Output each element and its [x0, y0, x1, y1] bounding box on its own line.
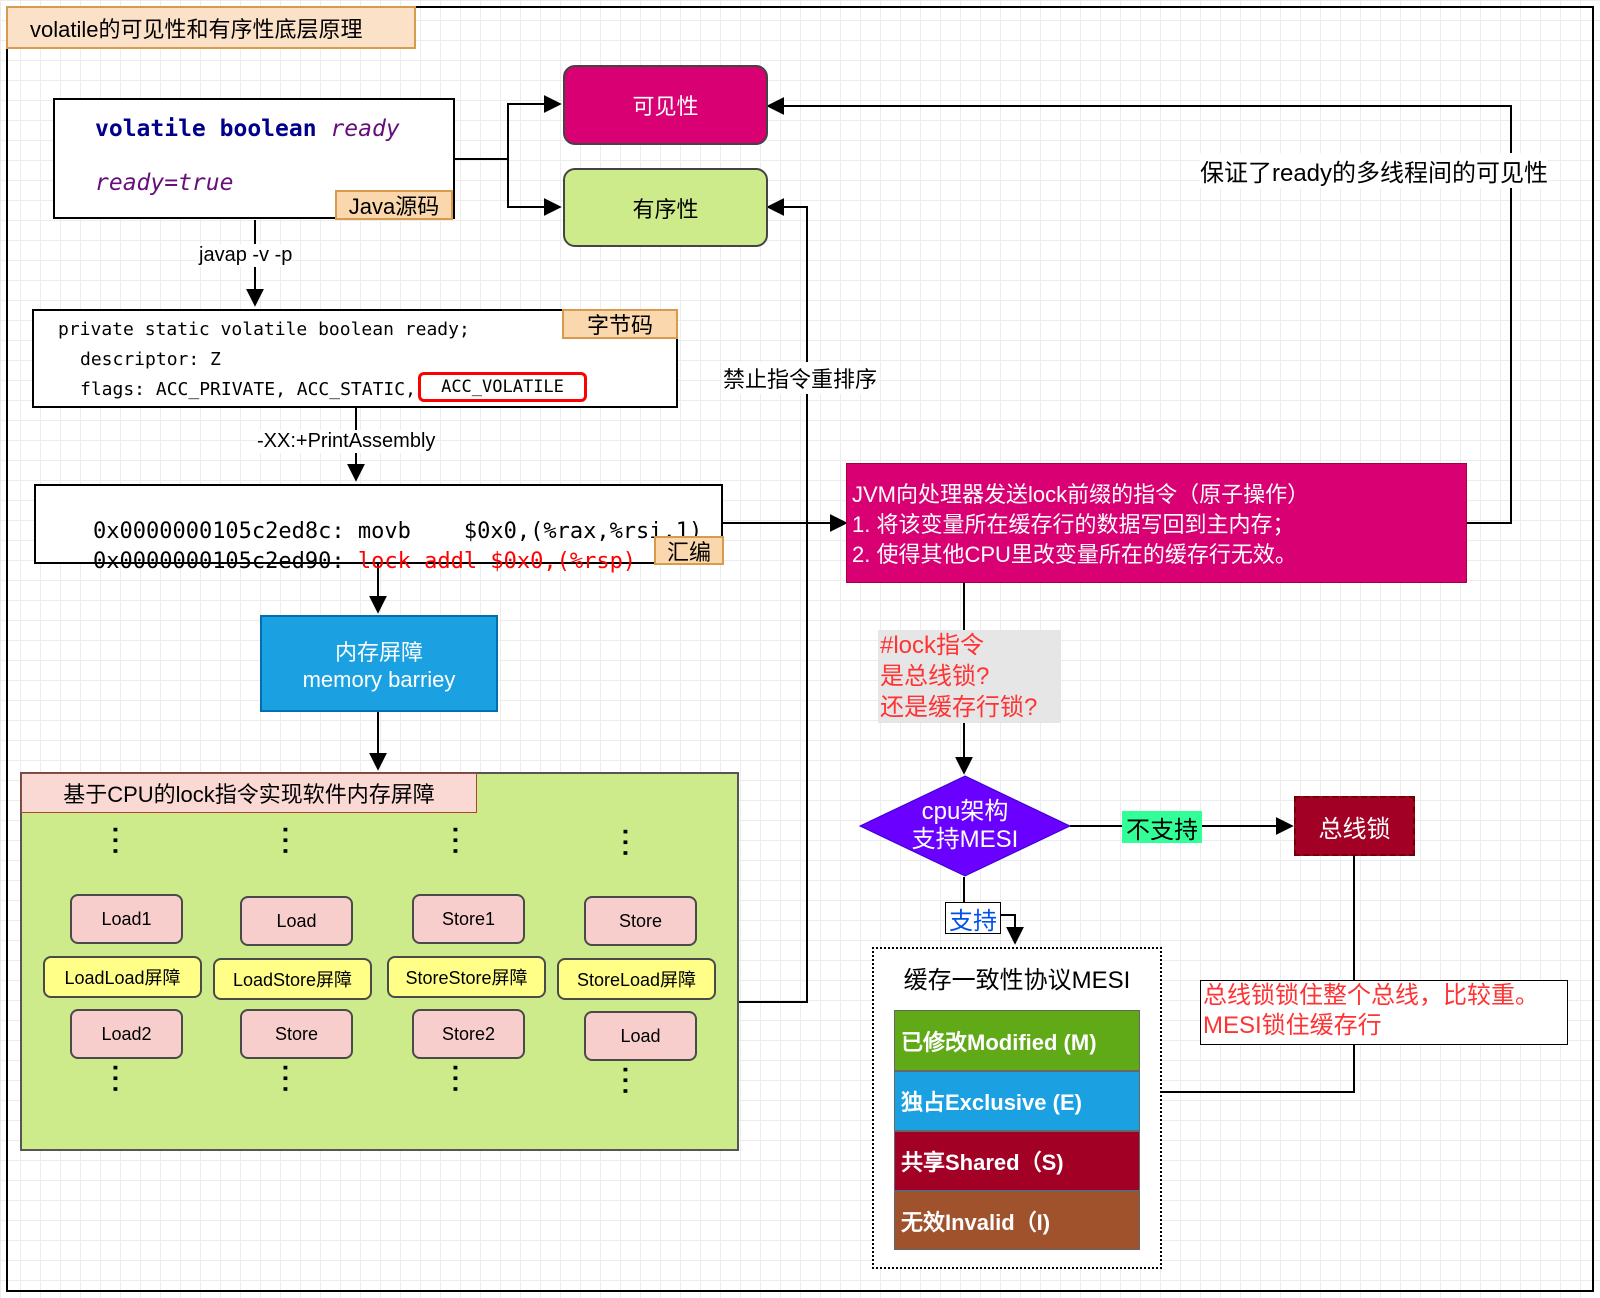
- visibility-guarantee-label: 保证了ready的多线程间的可见性: [1200, 153, 1549, 188]
- op-load1: Load1: [70, 894, 183, 944]
- dots-top-3: ···: [441, 826, 471, 858]
- dots-top-2: ···: [271, 826, 301, 858]
- dots-bottom-2: ···: [271, 1064, 301, 1096]
- jvm-lock-node: JVM向处理器发送lock前缀的指令（原子操作） 1. 将该变量所在缓存行的数据…: [846, 463, 1467, 583]
- barrier-group: 基于CPU的lock指令实现软件内存屏障 ··· Load1 LoadLoad屏…: [20, 772, 739, 1151]
- keyword-volatile: volatile: [95, 116, 206, 142]
- bus-lock-node: 总线锁: [1294, 796, 1415, 856]
- op-load2: Load2: [70, 1009, 183, 1059]
- keyword-boolean: boolean: [219, 116, 317, 142]
- not-support-label: 不支持: [1122, 811, 1202, 844]
- lock-question-3: 还是缓存行锁?: [880, 694, 1038, 721]
- jvm-line-2: 1. 将该变量所在缓存行的数据写回到主内存；: [852, 512, 1295, 537]
- javap-step-label: javap -v -p: [199, 244, 293, 267]
- mesi-state-exclusive: 独占Exclusive (E): [894, 1071, 1140, 1131]
- jvm-line-1: JVM向处理器发送lock前缀的指令（原子操作）: [852, 482, 1310, 507]
- barrier-storestore: StoreStore屏障: [387, 956, 546, 998]
- dots-bottom-3: ···: [441, 1064, 471, 1096]
- decision-line-2: 支持MESI: [911, 826, 1019, 853]
- memory-barrier-zh: 内存屏障: [334, 639, 423, 665]
- lock-question-2: 是总线锁?: [880, 663, 990, 690]
- mesi-title: 缓存一致性协议MESI: [903, 966, 1131, 994]
- assembly-instr-1: movb $0x0,(%rax,%rsi,1): [357, 519, 703, 544]
- java-source-box: volatile boolean ready ready=true: [53, 98, 455, 219]
- assembly-addr-2: 0x0000000105c2ed90:: [92, 549, 345, 574]
- jvm-line-3: 2. 使得其他CPU里改变量所在的缓存行无效。: [852, 542, 1297, 567]
- bus-lock-note: 总线锁锁住整个总线，比较重。 MESI锁住缓存行: [1200, 980, 1568, 1045]
- lock-question-1: #lock指令: [880, 632, 985, 659]
- dots-bottom-1: ···: [101, 1064, 131, 1096]
- print-assembly-step-label: -XX:+PrintAssembly: [257, 430, 436, 453]
- reorder-label: 禁止指令重排序: [723, 362, 878, 394]
- assembly-line-2: 0x0000000105c2ed90: lock addl $0x0,(%rsp…: [40, 524, 636, 599]
- barrier-storeload: StoreLoad屏障: [557, 958, 716, 1000]
- java-declaration-line: volatile boolean ready: [95, 116, 400, 142]
- op-load: Load: [240, 896, 353, 946]
- acc-volatile-highlight: ACC_VOLATILE: [418, 372, 587, 402]
- visibility-node: 可见性: [563, 65, 768, 145]
- edge-jvm-visibility: [766, 97, 1512, 524]
- edge-group-ordering: [738, 198, 808, 1003]
- assembly-tag: 汇编: [654, 536, 724, 565]
- bus-lock-note-2: MESI锁住缓存行: [1203, 1012, 1382, 1039]
- dots-bottom-4: ···: [611, 1066, 641, 1098]
- edge-java-ordering: [507, 159, 562, 216]
- edge-java-visibility: [454, 95, 562, 160]
- dots-top-4: ···: [611, 828, 641, 860]
- mesi-state-shared: 共享Shared（S): [894, 1131, 1140, 1191]
- edge-buslock-mesi: [1158, 856, 1355, 1093]
- op-store2: Store2: [412, 1009, 525, 1059]
- var-ready: ready: [330, 116, 400, 142]
- memory-barrier-node: 内存屏障 memory barriey: [260, 615, 498, 712]
- assembly-addr-1: 0x0000000105c2ed8c:: [92, 519, 345, 544]
- ordering-node: 有序性: [563, 168, 768, 247]
- assembly-instr-2: lock addl $0x0,(%rsp): [357, 549, 637, 574]
- mesi-state-invalid: 无效Invalid（I): [894, 1191, 1140, 1250]
- mesi-protocol-group: 缓存一致性协议MESI 已修改Modified (M) 独占Exclusive …: [872, 947, 1162, 1269]
- diagram-title: volatile的可见性和有序性底层原理: [6, 6, 416, 49]
- cpu-mesi-decision-label: cpu架构 支持MESI: [880, 796, 1050, 856]
- op-store-b: Store: [584, 896, 697, 946]
- op-store1: Store1: [412, 894, 525, 944]
- decision-line-1: cpu架构: [921, 798, 1009, 825]
- bytecode-tag: 字节码: [562, 309, 678, 339]
- support-label: 支持: [945, 902, 1001, 935]
- op-store: Store: [240, 1009, 353, 1059]
- barrier-loadstore: LoadStore屏障: [213, 958, 372, 1000]
- memory-barrier-en: memory barriey: [302, 666, 456, 692]
- diagram-frame: [6, 6, 1594, 1292]
- java-assignment-line: ready=true: [95, 170, 234, 196]
- barrier-loadload: LoadLoad屏障: [43, 956, 202, 998]
- bus-lock-note-1: 总线锁锁住整个总线，比较重。: [1203, 982, 1539, 1009]
- mesi-state-modified: 已修改Modified (M): [894, 1010, 1140, 1071]
- java-source-tag: Java源码: [335, 190, 453, 220]
- bytecode-line-3: flags: ACC_PRIVATE, ACC_STATIC,: [80, 379, 416, 400]
- dots-top-1: ···: [101, 826, 131, 858]
- lock-question-label: #lock指令 是总线锁? 还是缓存行锁?: [878, 630, 1061, 723]
- barrier-group-title: 基于CPU的lock指令实现软件内存屏障: [21, 773, 477, 813]
- assembly-box: 0x0000000105c2ed8c: movb $0x0,(%rax,%rsi…: [34, 484, 723, 574]
- bytecode-line-2: descriptor: Z: [80, 349, 221, 370]
- cpu-mesi-decision-shape: [858, 775, 1072, 877]
- bytecode-line-1: private static volatile boolean ready;: [58, 319, 470, 340]
- assembly-line-1: 0x0000000105c2ed8c: movb $0x0,(%rax,%rsi…: [40, 494, 702, 569]
- op-load-b: Load: [584, 1011, 697, 1061]
